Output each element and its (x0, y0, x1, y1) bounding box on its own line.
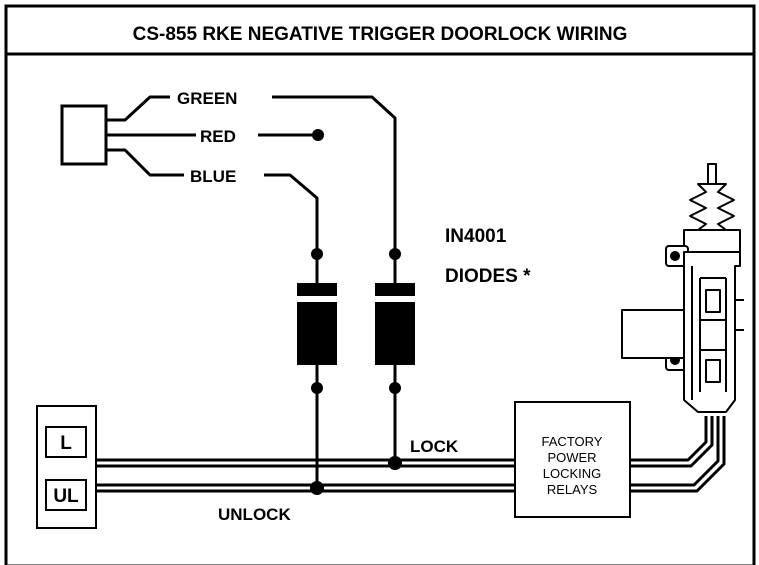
red-wire-end-dot (312, 129, 324, 141)
actuator-wire-a-2 (630, 416, 714, 468)
diode-type-label-2: DIODES * (445, 266, 531, 287)
relay-label-line-4: RELAYS (547, 482, 598, 497)
lock-line-label: LOCK (410, 437, 459, 456)
red-wire-label: RED (200, 127, 236, 146)
unlock-key-box (45, 479, 87, 511)
unlock-line-label: UNLOCK (218, 505, 291, 524)
diode-left-dot-top (311, 248, 323, 260)
actuator-wire-a-1 (630, 416, 708, 462)
rke-connector (60, 104, 108, 166)
lock-key-box (45, 426, 87, 458)
relay-label-line-2: POWER (547, 450, 596, 465)
lock-key-label: L (60, 433, 72, 454)
relay-label-line-1: FACTORY (542, 434, 603, 449)
actuator-wire-b-1 (630, 416, 720, 487)
unlock-junction-dot (310, 481, 324, 495)
factory-relay-box (514, 401, 631, 518)
diagram-title: CS-855 RKE NEGATIVE TRIGGER DOORLOCK WIR… (133, 24, 628, 45)
blue-wire (106, 148, 184, 177)
blue-wire-label: BLUE (190, 167, 236, 186)
diode-right-body (375, 283, 415, 365)
lock-junction-dot (388, 456, 402, 470)
unlock-key-label: UL (53, 486, 79, 507)
door-lock-actuator (621, 163, 744, 413)
diode-right-dot-top (389, 248, 401, 260)
diode-left-body (297, 283, 337, 365)
diode-right-dot-bottom (389, 382, 401, 394)
diode-type-label: IN4001 (445, 226, 507, 247)
diode-right-band (375, 296, 415, 302)
diode-left-band (297, 296, 337, 302)
actuator-wire-b-2 (630, 416, 726, 493)
diode-left-dot-bottom (311, 382, 323, 394)
green-wire (106, 95, 170, 122)
relay-label-line-3: LOCKING (543, 466, 602, 481)
green-wire-label: GREEN (177, 89, 237, 108)
